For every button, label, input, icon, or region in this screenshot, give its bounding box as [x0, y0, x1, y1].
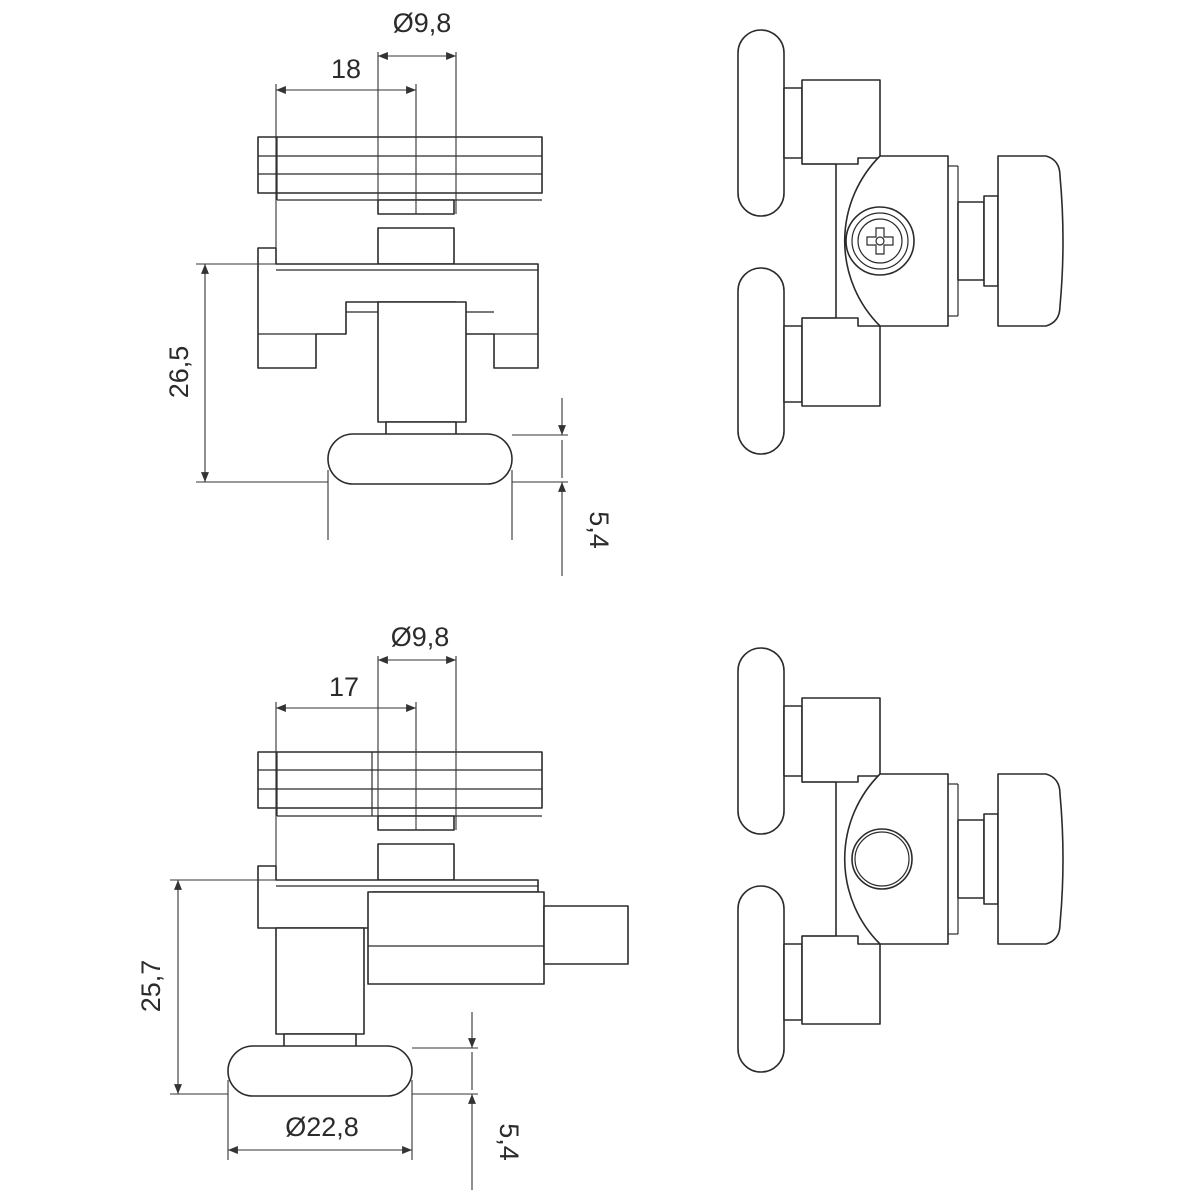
upper-guide-wheel: [737, 29, 785, 217]
top-view-roller-b: [737, 647, 1064, 1073]
upper-wheel-axle: [783, 705, 803, 777]
wheel-thickness-label: 5,4: [584, 511, 614, 549]
bore-diameter-label: Ø9,8: [393, 8, 452, 38]
phillips-screw-icon: [866, 227, 894, 255]
screw-head: [845, 206, 915, 276]
height-label: 26,5: [164, 346, 194, 399]
lower-guide-wheel: [737, 267, 785, 455]
upper-clamp-plate: [257, 751, 543, 809]
side-axle: [957, 201, 985, 281]
side-roller-wheel: [997, 773, 1064, 945]
upper-wheel-axle: [783, 87, 803, 159]
side-axle: [957, 819, 985, 899]
middle-neck: [377, 843, 455, 881]
axle: [377, 301, 467, 423]
roller-wheel: [327, 433, 513, 485]
top-view-roller-a: [737, 29, 1064, 455]
wheel-diameter-label: Ø22,8: [285, 1112, 359, 1142]
side-axle-collar: [983, 195, 999, 287]
wheel-thickness-label: 5,4: [494, 1123, 524, 1161]
carrier-frame: [801, 697, 881, 1025]
side-pin: [543, 905, 629, 965]
lower-wheel-axle: [783, 943, 803, 1021]
upper-clamp-plate: [257, 136, 543, 194]
side-view-roller-a: Ø9,8 18 26,5 5,4: [164, 8, 614, 576]
middle-neck: [377, 227, 455, 265]
offset-label: 18: [331, 54, 361, 84]
cap-plug: [851, 828, 913, 890]
bore-diameter-label: Ø9,8: [391, 622, 450, 652]
offset-label: 17: [329, 672, 359, 702]
side-roller-wheel: [997, 155, 1064, 327]
side-view-roller-b: Ø9,8 17 25,7 Ø22,8 5,4: [136, 622, 629, 1190]
side-axle-collar: [983, 813, 999, 905]
height-label: 25,7: [136, 960, 166, 1013]
axle: [275, 927, 365, 1035]
lower-wheel-axle: [783, 325, 803, 403]
upper-guide-wheel: [737, 647, 785, 835]
lower-guide-wheel: [737, 885, 785, 1073]
side-block: [367, 891, 545, 985]
roller-wheel: [227, 1045, 413, 1097]
carrier-frame: [801, 79, 881, 407]
